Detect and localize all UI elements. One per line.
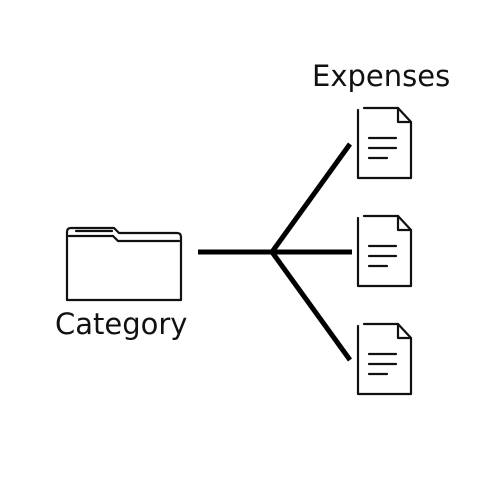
- branch-line-top: [269, 142, 353, 254]
- expenses-label: Expenses: [312, 59, 451, 93]
- branch-line-bottom: [269, 250, 353, 362]
- document-icon: [356, 214, 413, 288]
- category-label: Category: [55, 307, 188, 341]
- branch-connectors: [198, 142, 353, 362]
- folder-icon: [65, 226, 183, 302]
- document-icon: [356, 322, 413, 396]
- document-icon: [356, 106, 413, 180]
